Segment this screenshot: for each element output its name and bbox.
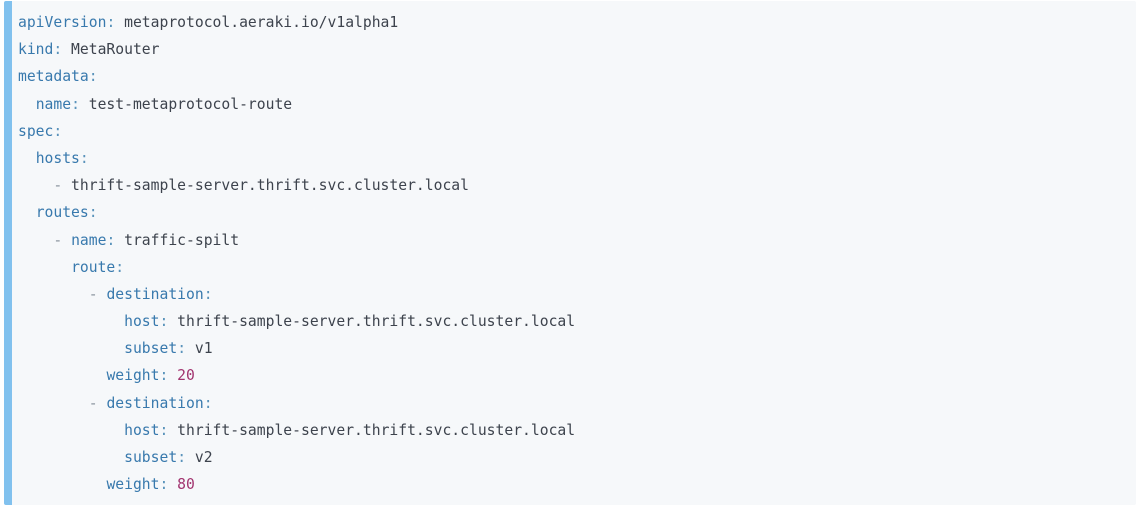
yaml-key: name [35, 95, 72, 113]
yaml-colon: : [159, 476, 169, 494]
yaml-value: thrift-sample-server.thrift.svc.cluster.… [168, 421, 576, 439]
yaml-indent [18, 449, 124, 466]
yaml-indent [18, 476, 106, 493]
yaml-dash: - [53, 231, 63, 249]
yaml-dash: - [88, 285, 98, 303]
yaml-colon: : [88, 68, 98, 86]
code-line: routes: [18, 199, 1126, 226]
yaml-indent [62, 232, 71, 249]
code-line: - name: traffic-spilt [18, 227, 1126, 254]
yaml-indent [18, 150, 36, 167]
code-line: subset: v1 [18, 335, 1126, 362]
yaml-dash: - [88, 394, 98, 412]
code-line: apiVersion: metaprotocol.aeraki.io/v1alp… [18, 9, 1126, 36]
yaml-indent [18, 395, 89, 412]
yaml-value: thrift-sample-server.thrift.svc.cluster.… [168, 313, 576, 331]
yaml-key: hosts [35, 149, 80, 167]
code-line: weight: 80 [18, 471, 1126, 498]
yaml-indent [18, 232, 53, 249]
yaml-colon: : [203, 394, 213, 412]
yaml-colon: : [203, 285, 213, 303]
yaml-key: weight [106, 367, 160, 385]
code-line: - destination: [18, 281, 1126, 308]
yaml-key: apiVersion [18, 14, 107, 31]
code-line: host: thrift-sample-server.thrift.svc.cl… [18, 417, 1126, 444]
yaml-key: kind [18, 41, 54, 59]
yaml-colon: : [79, 149, 89, 167]
yaml-indent [18, 422, 124, 439]
yaml-key: metadata [18, 68, 89, 86]
yaml-key: route [71, 258, 116, 276]
yaml-colon: : [159, 313, 169, 331]
yaml-key: routes [35, 204, 89, 222]
code-line: route: [18, 254, 1126, 281]
yaml-indent [18, 313, 124, 330]
yaml-indent [18, 177, 53, 194]
yaml-key: weight [106, 476, 160, 494]
yaml-colon: : [159, 421, 169, 439]
yaml-value: thrift-sample-server.thrift.svc.cluster.… [62, 177, 469, 195]
yaml-indent [18, 340, 124, 357]
code-line: - thrift-sample-server.thrift.svc.cluste… [18, 172, 1126, 199]
code-line: spec: [18, 118, 1126, 145]
yaml-key: spec [18, 122, 54, 140]
code-line: name: test-metaprotocol-route [18, 91, 1126, 118]
yaml-colon: : [177, 449, 187, 466]
yaml-value: MetaRouter [62, 41, 160, 59]
yaml-colon: : [53, 122, 63, 140]
yaml-colon: : [106, 231, 116, 249]
yaml-value: traffic-spilt [115, 231, 240, 249]
yaml-value: metaprotocol.aeraki.io/v1alpha1 [115, 14, 399, 31]
yaml-colon: : [177, 340, 187, 358]
yaml-indent [18, 204, 36, 221]
code-line: hosts: [18, 145, 1126, 172]
yaml-key: subset [124, 340, 178, 358]
yaml-colon: : [88, 204, 98, 222]
yaml-indent [18, 259, 71, 276]
yaml-indent [18, 286, 89, 303]
yaml-colon: : [106, 14, 116, 31]
yaml-key: destination [106, 394, 204, 412]
code-line: subset: v2 [18, 444, 1126, 471]
yaml-indent [18, 367, 106, 384]
yaml-value: v1 [186, 340, 213, 358]
yaml-indent [18, 96, 36, 113]
code-line: kind: MetaRouter [18, 36, 1126, 63]
code-content: apiVersion: metaprotocol.aeraki.io/v1alp… [12, 1, 1136, 508]
yaml-code-block[interactable]: apiVersion: metaprotocol.aeraki.io/v1alp… [4, 1, 1136, 505]
yaml-number: 80 [168, 476, 195, 494]
code-line: host: thrift-sample-server.thrift.svc.cl… [18, 308, 1126, 335]
yaml-dash: - [53, 177, 63, 195]
yaml-key: subset [124, 449, 178, 466]
yaml-value: test-metaprotocol-route [79, 95, 293, 113]
yaml-number: 20 [168, 367, 195, 385]
yaml-value: v2 [186, 449, 213, 466]
yaml-colon: : [53, 41, 63, 59]
yaml-colon: : [159, 367, 169, 385]
yaml-key: name [71, 231, 107, 249]
yaml-colon: : [115, 258, 125, 276]
yaml-key: destination [106, 285, 204, 303]
yaml-key: host [124, 313, 160, 331]
code-line: metadata: [18, 63, 1126, 90]
yaml-key: host [124, 421, 160, 439]
code-line: weight: 20 [18, 362, 1126, 389]
code-line: - destination: [18, 390, 1126, 417]
yaml-colon: : [71, 95, 80, 113]
